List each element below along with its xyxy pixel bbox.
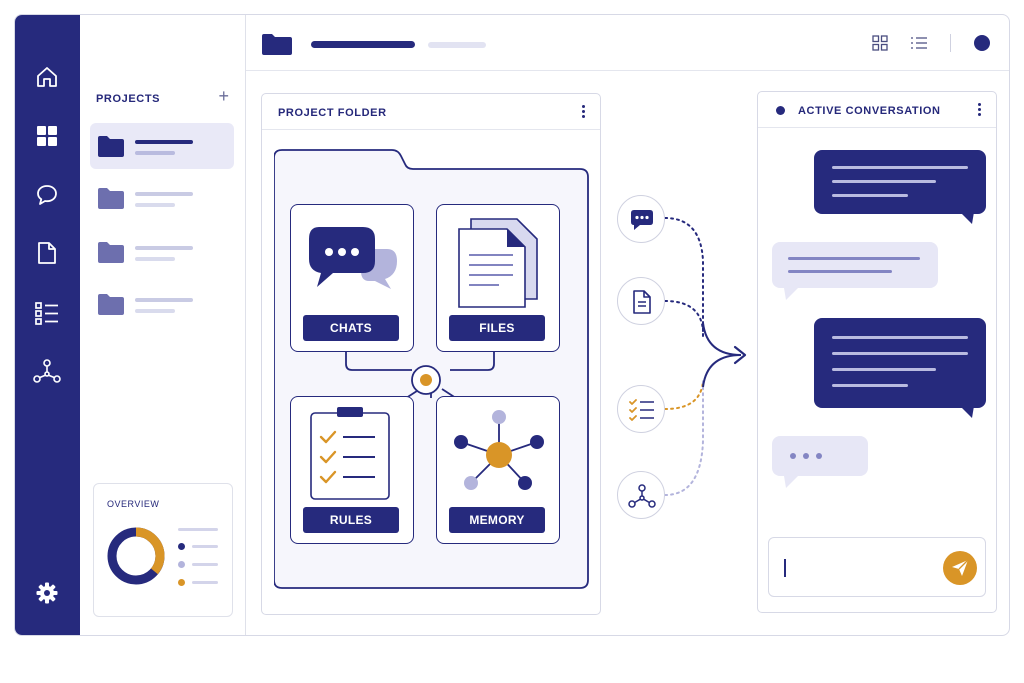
files-icon <box>458 218 538 308</box>
files-label: FILES <box>449 315 545 341</box>
status-dot <box>776 106 785 115</box>
nav-rail <box>15 15 80 635</box>
avatar[interactable] <box>974 35 990 51</box>
checklist-icon[interactable] <box>31 297 63 329</box>
folder-icon <box>98 188 124 209</box>
add-project-button[interactable]: + <box>218 86 229 106</box>
chats-card[interactable]: CHATS <box>290 204 414 352</box>
send-button[interactable] <box>943 551 977 585</box>
folder-icon <box>98 136 124 157</box>
memory-card[interactable]: MEMORY <box>436 396 560 544</box>
subtitle-placeholder <box>428 42 486 48</box>
message-bubble-outgoing[interactable] <box>814 318 986 408</box>
chat-bubble-icon <box>631 210 653 230</box>
active-conversation-panel: ACTIVE CONVERSATION <box>757 91 997 613</box>
toolbar-divider <box>950 34 951 52</box>
project-meta-placeholder <box>135 151 175 155</box>
project-name-placeholder <box>135 192 193 196</box>
bubble-tail <box>784 288 798 300</box>
title-placeholder <box>311 41 415 48</box>
document-icon[interactable] <box>31 237 63 269</box>
project-item[interactable] <box>90 229 234 275</box>
more-options-icon[interactable] <box>582 105 586 120</box>
chat-bubbles-icon <box>309 227 397 289</box>
more-options-icon[interactable] <box>978 103 982 118</box>
context-chats-node[interactable] <box>617 195 665 243</box>
project-folder-title: PROJECT FOLDER <box>278 107 387 119</box>
project-meta-placeholder <box>135 309 175 313</box>
folder-illustration: CHATS FILES RULE <box>274 148 590 590</box>
bubble-tail <box>784 476 798 488</box>
project-meta-placeholder <box>135 203 175 207</box>
grid-view-icon[interactable] <box>872 35 888 51</box>
folder-icon <box>98 294 124 315</box>
context-connectors <box>664 217 747 496</box>
network-icon[interactable] <box>31 355 63 387</box>
typing-indicator <box>772 436 868 476</box>
memory-network-icon <box>454 410 544 490</box>
active-conversation-title: ACTIVE CONVERSATION <box>798 105 941 117</box>
top-bar <box>246 15 1009 71</box>
message-input[interactable] <box>768 537 986 597</box>
project-item[interactable] <box>90 123 234 169</box>
project-item[interactable] <box>90 281 234 327</box>
panel-header: ACTIVE CONVERSATION <box>758 92 996 128</box>
context-rules-node[interactable] <box>617 385 665 433</box>
document-icon <box>633 290 651 314</box>
message-bubble-outgoing[interactable] <box>814 150 986 214</box>
memory-label: MEMORY <box>449 507 545 533</box>
bubble-tail <box>960 212 974 224</box>
context-memory-node[interactable] <box>617 471 665 519</box>
project-folder-panel: PROJECT FOLDER CHATS <box>261 93 601 615</box>
text-cursor <box>784 559 786 577</box>
projects-sidebar: PROJECTS + OVERVIEW <box>80 15 246 635</box>
overview-card: OVERVIEW <box>93 483 233 617</box>
gear-icon[interactable] <box>31 577 63 609</box>
donut-segment <box>107 527 165 585</box>
chat-icon[interactable] <box>31 179 63 211</box>
overview-donut-chart <box>107 527 165 585</box>
project-meta-placeholder <box>135 257 175 261</box>
checklist-icon <box>629 399 654 421</box>
files-card[interactable]: FILES <box>436 204 560 352</box>
folder-icon <box>262 34 292 55</box>
bubble-tail <box>960 406 974 418</box>
send-icon <box>952 559 969 576</box>
home-icon[interactable] <box>31 61 63 93</box>
panel-header: PROJECT FOLDER <box>262 94 600 130</box>
network-icon <box>628 484 656 508</box>
project-item[interactable] <box>90 175 234 221</box>
rules-clipboard-icon <box>310 407 390 500</box>
project-name-placeholder <box>135 298 193 302</box>
rules-card[interactable]: RULES <box>290 396 414 544</box>
folder-icon <box>98 242 124 263</box>
chats-label: CHATS <box>303 315 399 341</box>
project-name-placeholder <box>135 140 193 144</box>
rules-label: RULES <box>303 507 399 533</box>
list-view-icon[interactable] <box>910 35 928 51</box>
legend-line <box>178 528 218 531</box>
project-name-placeholder <box>135 246 193 250</box>
message-bubble-incoming[interactable] <box>772 242 938 288</box>
context-files-node[interactable] <box>617 277 665 325</box>
app-window: PROJECTS + OVERVIEW <box>14 14 1010 636</box>
dashboard-icon[interactable] <box>31 120 63 152</box>
overview-title: OVERVIEW <box>107 499 160 509</box>
projects-heading: PROJECTS <box>96 93 161 105</box>
